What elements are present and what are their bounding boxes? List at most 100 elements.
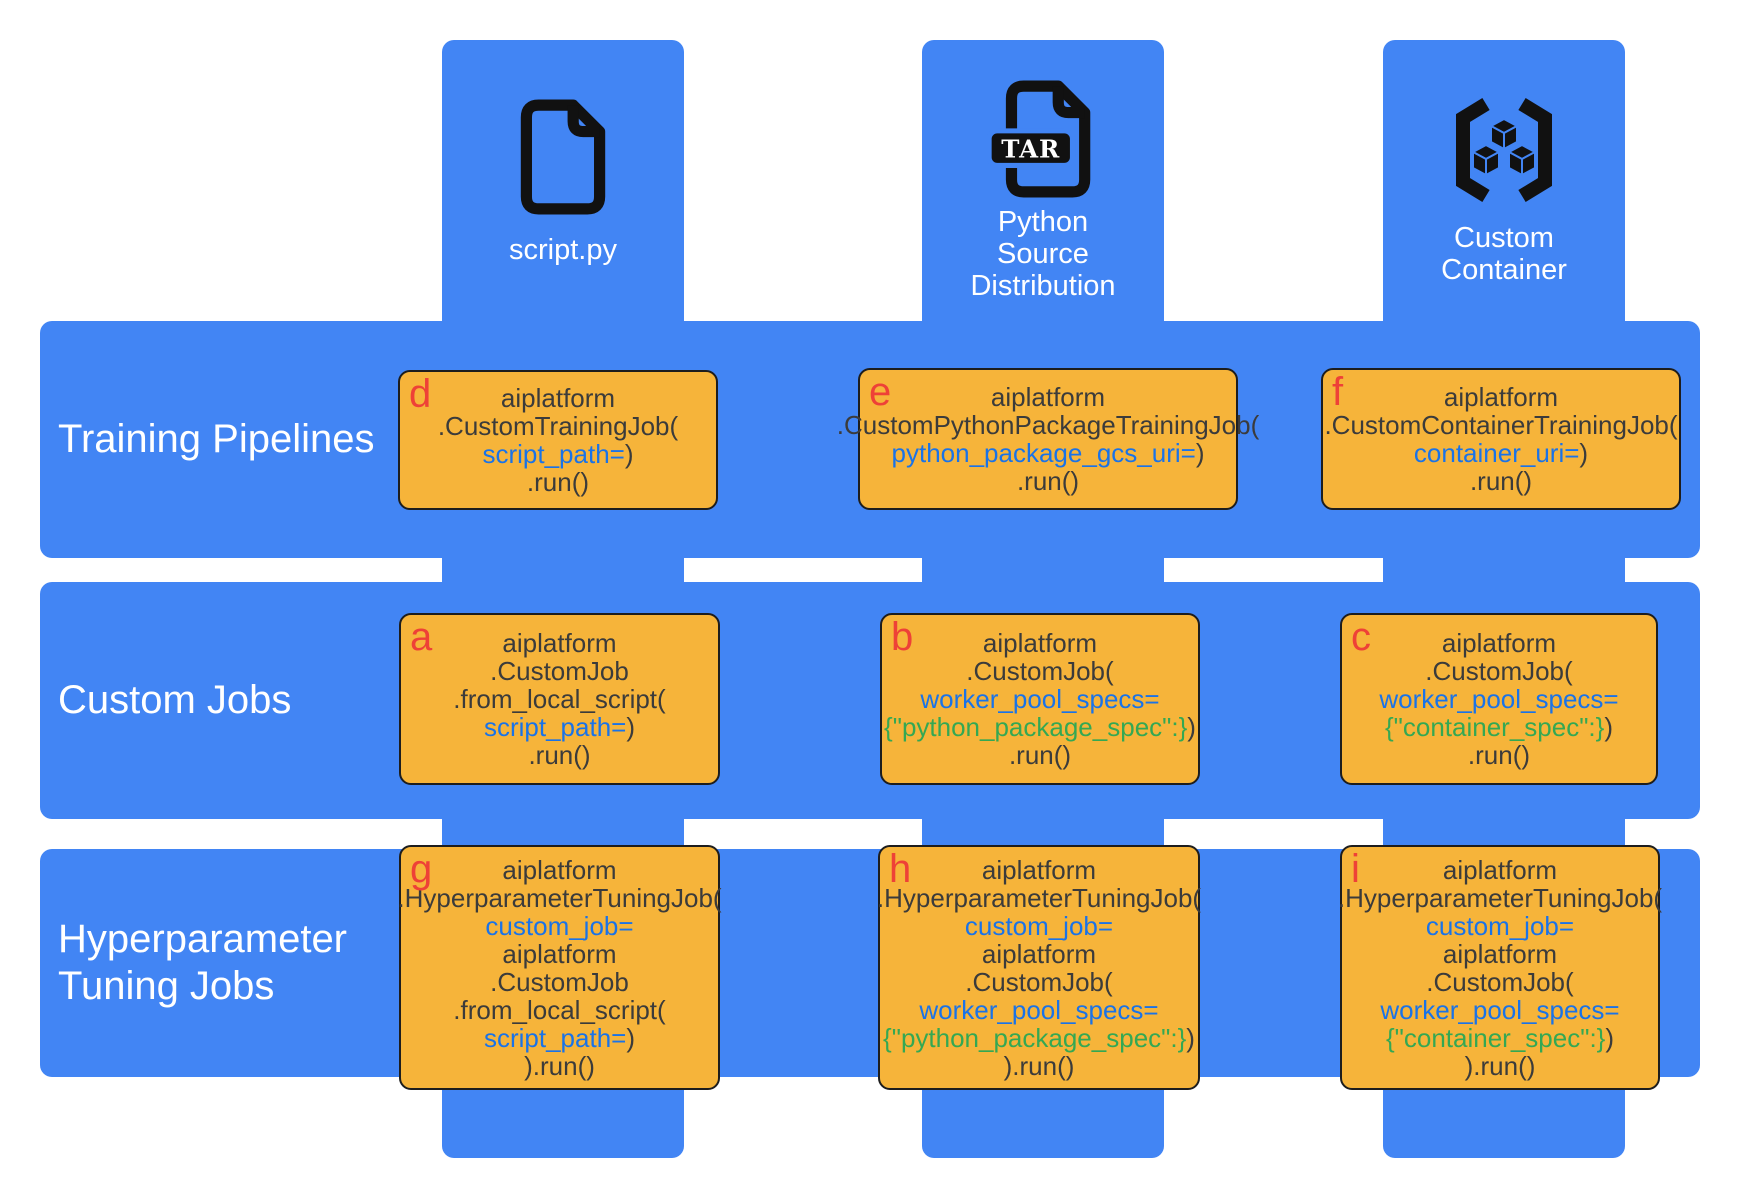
- code-line: {"python_package_spec":}): [877, 1024, 1201, 1052]
- box-letter: h: [889, 847, 912, 891]
- code-segment: worker_pool_specs=: [920, 684, 1160, 714]
- code-segment: custom_job=: [1425, 910, 1575, 941]
- code-segment: .run(): [1016, 466, 1080, 496]
- code-line: .HyperparameterTuningJob(: [1338, 884, 1662, 912]
- code-segment: .CustomJob(: [1425, 656, 1573, 686]
- code-segment: .HyperparameterTuningJob(: [876, 882, 1202, 913]
- code-segment: aiplatform: [982, 628, 1098, 658]
- code-line: .run(): [453, 741, 665, 769]
- code-segment: custom_job=: [485, 910, 634, 941]
- code-line: .CustomPythonPackageTrainingJob(: [837, 411, 1259, 439]
- row-label: Custom Jobs: [58, 678, 292, 722]
- code-lines: aiplatform.HyperparameterTuningJob(custo…: [397, 856, 721, 1080]
- code-line: aiplatform: [453, 629, 665, 657]
- tar-badge-label: TAR: [1001, 134, 1060, 163]
- code-segment: aiplatform: [502, 628, 617, 658]
- code-lines: aiplatform.CustomJob.from_local_script(s…: [453, 629, 665, 769]
- code-segment: .CustomJob: [490, 656, 629, 686]
- code-segment: ): [1186, 1022, 1195, 1053]
- box-letter: f: [1332, 370, 1344, 414]
- code-segment: {"python_package_spec":}: [883, 1022, 1187, 1053]
- code-line: {"container_spec":}): [1338, 1024, 1662, 1052]
- code-segment: aiplatform: [1443, 382, 1559, 412]
- code-segment: ): [1195, 438, 1205, 468]
- code-line: script_path=): [397, 1024, 721, 1052]
- row-label: Hyperparameter Tuning Jobs: [58, 917, 348, 1008]
- code-box-d: d aiplatform.CustomTrainingJob(script_pa…: [398, 370, 718, 510]
- code-line: aiplatform: [877, 856, 1201, 884]
- code-line: {"python_package_spec":}): [884, 713, 1196, 741]
- box-letter: a: [410, 615, 433, 659]
- code-line: .CustomJob(: [877, 968, 1201, 996]
- code-line: .CustomJob(: [884, 657, 1196, 685]
- row-label: Training Pipelines: [58, 417, 375, 461]
- code-segment: {"container_spec":}: [1384, 712, 1605, 742]
- code-segment: {"container_spec":}: [1385, 1022, 1606, 1053]
- code-line: aiplatform: [1324, 383, 1677, 411]
- code-segment: ): [1604, 712, 1614, 742]
- code-segment: .run(): [526, 467, 590, 497]
- code-line: worker_pool_specs=: [884, 685, 1196, 713]
- column-header-script-py: script.py: [442, 40, 684, 266]
- code-segment: .HyperparameterTuningJob(: [1337, 882, 1663, 913]
- code-segment: ): [1605, 1022, 1615, 1053]
- code-segment: aiplatform: [502, 854, 617, 885]
- code-line: .run(): [884, 741, 1196, 769]
- column-header-custom-container: Custom Container: [1383, 40, 1625, 286]
- code-line: aiplatform: [397, 856, 721, 884]
- code-line: .CustomTrainingJob(: [438, 412, 678, 440]
- code-segment: .CustomJob(: [965, 966, 1113, 997]
- code-segment: ): [624, 439, 634, 469]
- code-segment: .CustomJob: [490, 966, 629, 997]
- code-segment: .CustomContainerTrainingJob(: [1324, 410, 1678, 440]
- code-lines: aiplatform.CustomJob(worker_pool_specs={…: [884, 629, 1196, 769]
- code-segment: aiplatform: [1442, 854, 1558, 885]
- code-line: .run(): [438, 468, 678, 496]
- code-box-h: h aiplatform.HyperparameterTuningJob(cus…: [877, 845, 1201, 1090]
- code-line: .CustomContainerTrainingJob(: [1324, 411, 1677, 439]
- code-segment: worker_pool_specs=: [919, 994, 1159, 1025]
- code-line: worker_pool_specs=: [1379, 685, 1618, 713]
- code-box-a: a aiplatform.CustomJob.from_local_script…: [399, 613, 720, 785]
- code-lines: aiplatform.HyperparameterTuningJob(custo…: [877, 856, 1201, 1080]
- box-letter: g: [410, 847, 433, 891]
- code-line: .CustomJob: [397, 968, 721, 996]
- code-segment: aiplatform: [981, 938, 1097, 969]
- code-line: aiplatform: [1338, 940, 1662, 968]
- code-segment: ): [1187, 712, 1196, 742]
- column-label: Python Source Distribution: [970, 206, 1116, 302]
- code-line: script_path=): [453, 713, 665, 741]
- box-letter: i: [1351, 847, 1360, 891]
- code-line: aiplatform: [877, 940, 1201, 968]
- code-segment: worker_pool_specs=: [1379, 684, 1619, 714]
- code-segment: python_package_gcs_uri=: [891, 438, 1196, 468]
- code-segment: ).run(): [524, 1050, 595, 1081]
- box-letter: b: [891, 615, 914, 659]
- code-segment: .CustomJob(: [1426, 966, 1574, 997]
- code-box-i: i aiplatform.HyperparameterTuningJob(cus…: [1338, 845, 1662, 1090]
- code-line: {"container_spec":}): [1379, 713, 1618, 741]
- column-label: Custom Container: [1441, 222, 1567, 286]
- code-segment: ).run(): [1003, 1050, 1075, 1081]
- code-segment: .from_local_script(: [453, 684, 666, 714]
- code-line: ).run(): [397, 1052, 721, 1080]
- code-segment: aiplatform: [1442, 938, 1558, 969]
- code-line: ).run(): [877, 1052, 1201, 1080]
- code-line: ).run(): [1338, 1052, 1662, 1080]
- code-segment: aiplatform: [1441, 628, 1557, 658]
- column-header-python-source-distribution: TAR Python Source Distribution: [922, 40, 1164, 302]
- code-line: worker_pool_specs=: [1338, 996, 1662, 1024]
- code-line: aiplatform: [1338, 856, 1662, 884]
- code-box-e: e aiplatform.CustomPythonPackageTraining…: [837, 368, 1259, 510]
- code-lines: aiplatform.CustomTrainingJob(script_path…: [438, 384, 678, 496]
- code-segment: .CustomJob(: [966, 656, 1114, 686]
- code-box-f: f aiplatform.CustomContainerTrainingJob(…: [1321, 368, 1681, 510]
- code-segment: script_path=: [483, 1022, 627, 1053]
- code-lines: aiplatform.CustomJob(worker_pool_specs={…: [1379, 629, 1618, 769]
- code-line: custom_job=: [877, 912, 1201, 940]
- code-line: python_package_gcs_uri=): [837, 439, 1259, 467]
- code-line: aiplatform: [884, 629, 1196, 657]
- code-line: .from_local_script(: [453, 685, 665, 713]
- code-segment: .run(): [1467, 740, 1531, 770]
